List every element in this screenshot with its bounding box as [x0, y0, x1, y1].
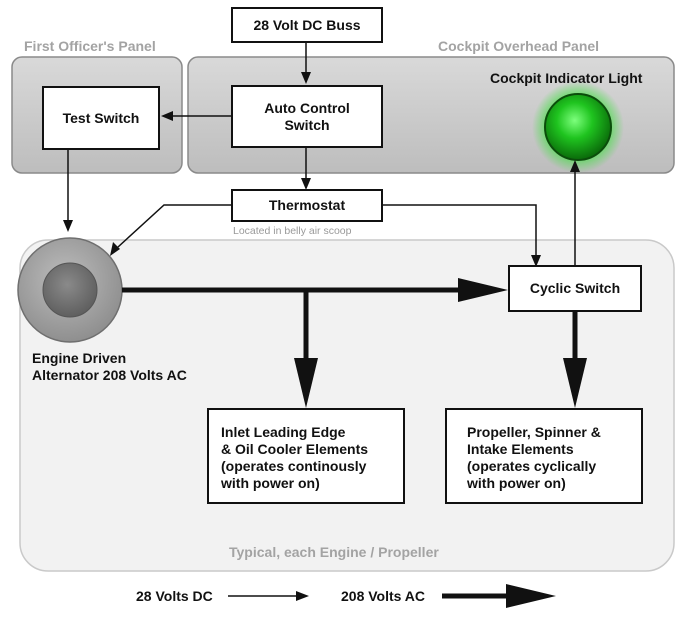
- alternator-label: Engine Driven Alternator 208 Volts AC: [32, 350, 187, 384]
- cyclic-switch-box: Cyclic Switch: [508, 265, 642, 312]
- propeller-elements-box: Propeller, Spinner & Intake Elements (op…: [445, 408, 643, 504]
- indicator-light-label: Cockpit Indicator Light: [490, 70, 643, 86]
- legend-dc-label: 28 Volts DC: [136, 588, 213, 604]
- auto-control-label-line2: Switch: [284, 116, 330, 133]
- legend-dc-arrowhead: [296, 591, 309, 601]
- inlet-line1: Inlet Leading Edge: [221, 424, 346, 440]
- test-switch-box: Test Switch: [42, 86, 160, 150]
- thermostat-box: Thermostat: [231, 189, 383, 222]
- alternator-inner-icon: [42, 262, 98, 318]
- inlet-elements-box: Inlet Leading Edge & Oil Cooler Elements…: [207, 408, 405, 504]
- alternator-label-line1: Engine Driven: [32, 350, 127, 366]
- ac-arrowheads: [294, 278, 587, 408]
- inlet-line3: (operates continously: [221, 458, 367, 474]
- auto-control-label-line1: Auto Control: [264, 99, 350, 116]
- propeller-line2: Intake Elements: [467, 441, 574, 457]
- thermostat-note: Located in belly air scoop: [233, 225, 352, 237]
- propeller-line1: Propeller, Spinner &: [467, 424, 601, 440]
- dc-buss-box: 28 Volt DC Buss: [231, 7, 383, 43]
- first-officer-panel-title: First Officer's Panel: [24, 38, 156, 54]
- indicator-light-icon: [544, 93, 612, 161]
- legend-ac-label: 208 Volts AC: [341, 588, 426, 604]
- inlet-line2: & Oil Cooler Elements: [221, 441, 369, 457]
- auto-control-switch-box: Auto Control Switch: [231, 85, 383, 148]
- alternator-label-line2: Alternator 208 Volts AC: [32, 367, 187, 383]
- dc-connectors: [67, 42, 576, 265]
- dc-arrowheads: [63, 72, 580, 267]
- engine-area-title: Typical, each Engine / Propeller: [229, 544, 439, 560]
- cockpit-overhead-panel-title: Cockpit Overhead Panel: [438, 38, 600, 54]
- inlet-line4: with power on): [221, 475, 320, 491]
- propeller-line3: (operates cyclically: [467, 458, 597, 474]
- ac-connectors: [122, 287, 578, 358]
- legend-ac-arrowhead: [506, 584, 556, 608]
- propeller-line4: with power on): [467, 475, 566, 491]
